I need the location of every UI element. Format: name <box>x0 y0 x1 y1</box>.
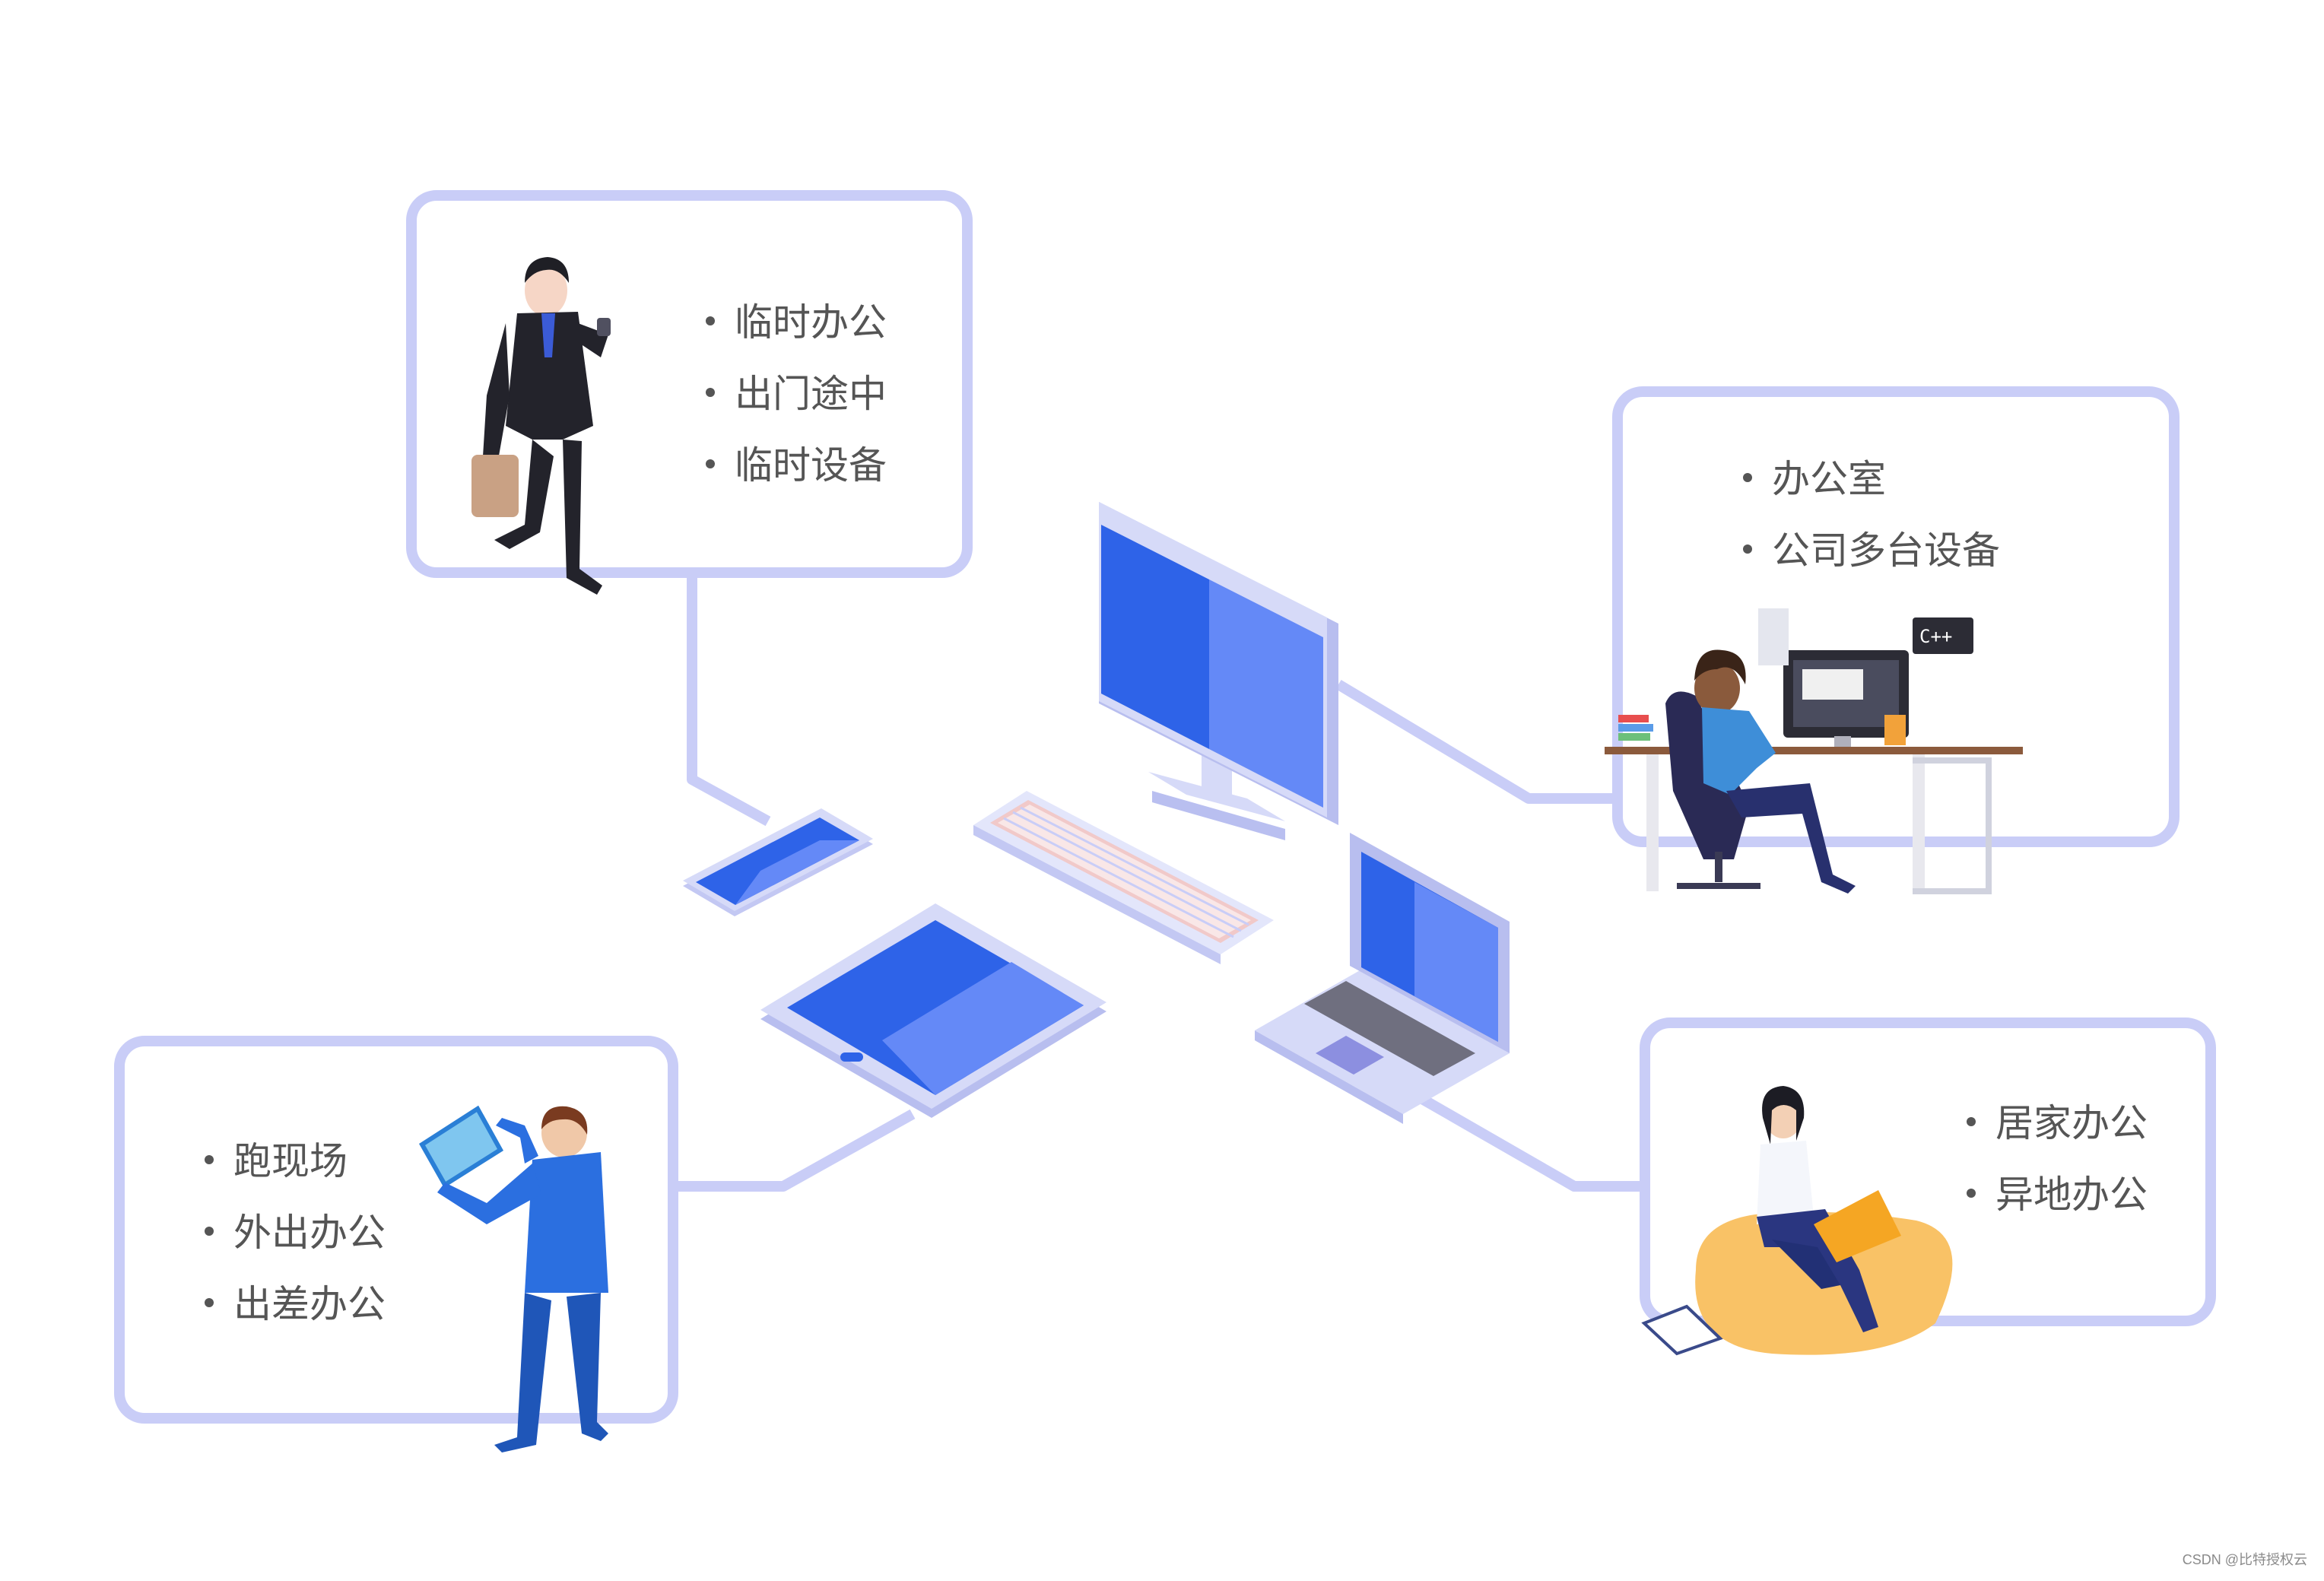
list-item: 出差办公 <box>205 1268 386 1340</box>
card-home-office-list: 居家办公 异地办公 <box>1967 1087 2148 1230</box>
list-item: 异地办公 <box>1967 1159 2148 1230</box>
keyboard-icon <box>973 791 1274 964</box>
laptop-icon <box>1255 833 1510 1124</box>
card-field-work-list: 跑现场 外出办公 出差办公 <box>205 1125 386 1340</box>
connector-tablet <box>678 1109 916 1192</box>
list-item: 办公室 <box>1743 443 2000 515</box>
connector-phone <box>687 567 771 827</box>
connector-monitor <box>1335 679 1612 804</box>
connector-lines <box>678 567 1643 1192</box>
card-home-office: 居家办公 异地办公 <box>1640 1017 2216 1326</box>
list-item: 出门途中 <box>706 358 887 430</box>
list-item: 临时办公 <box>706 287 887 358</box>
list-item: 外出办公 <box>205 1197 386 1268</box>
list-item: 公司多台设备 <box>1743 515 2000 586</box>
watermark: CSDN @比特授权云 <box>2182 1552 2307 1567</box>
desktop-monitor-icon <box>1099 502 1338 840</box>
card-field-work: 跑现场 外出办公 出差办公 <box>114 1036 678 1424</box>
tablet-icon <box>760 903 1106 1118</box>
smartphone-icon <box>683 808 873 916</box>
card-temporary-office-list: 临时办公 出门途中 临时设备 <box>706 287 887 501</box>
list-item: 居家办公 <box>1967 1087 2148 1159</box>
card-temporary-office: 临时办公 出门途中 临时设备 <box>406 190 973 578</box>
connector-laptop <box>1419 1094 1643 1192</box>
card-office-list: 办公室 公司多台设备 <box>1743 443 2000 586</box>
list-item: 临时设备 <box>706 430 887 501</box>
list-item: 跑现场 <box>205 1125 386 1197</box>
card-office: 办公室 公司多台设备 <box>1612 386 2180 847</box>
